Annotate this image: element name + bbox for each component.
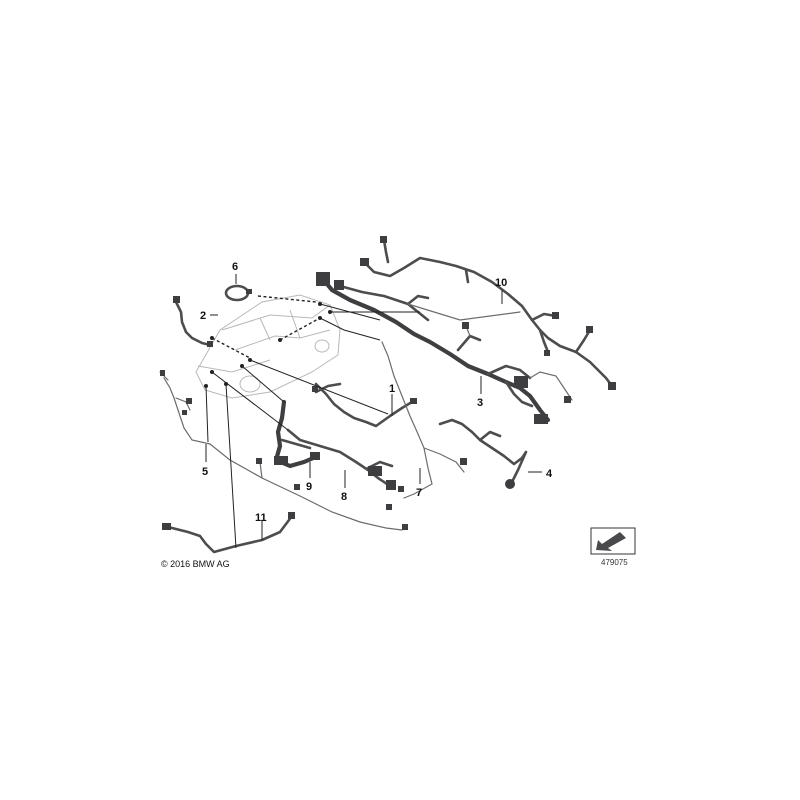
part-label-5: 5	[202, 466, 208, 478]
arrow-badge-icon	[590, 527, 636, 555]
leader-lines	[204, 295, 420, 549]
car-outline	[195, 294, 341, 399]
harness-part-6	[224, 284, 252, 302]
label-callouts	[205, 274, 542, 540]
part-label-10: 10	[495, 277, 507, 289]
harness-part-1	[312, 382, 417, 428]
part-label-4: 4	[546, 468, 553, 480]
part-label-11: 11	[255, 512, 267, 524]
part-label-9: 9	[306, 481, 312, 493]
harness-part-5	[159, 370, 408, 531]
part-label-7: 7	[416, 487, 422, 499]
part-labels: 1 2 3 4 5 6 7 8 9 10 11	[200, 261, 553, 524]
part-label-6: 6	[232, 261, 238, 273]
harness-part-4	[438, 418, 528, 489]
harness-part-2	[173, 296, 213, 347]
harness-part-9	[273, 399, 321, 469]
copyright-notice: © 2016 BMW AG	[161, 559, 230, 569]
harness-part-10	[360, 236, 616, 390]
harness-part-8	[286, 428, 396, 490]
part-label-1: 1	[389, 383, 395, 395]
harness-part-7	[381, 341, 467, 499]
harness-part-3	[316, 272, 573, 424]
diagram-reference-number: 479075	[601, 558, 628, 567]
part-label-2: 2	[200, 310, 206, 322]
part-label-8: 8	[341, 491, 347, 503]
harness-part-11	[162, 512, 295, 554]
part-label-3: 3	[477, 397, 483, 409]
